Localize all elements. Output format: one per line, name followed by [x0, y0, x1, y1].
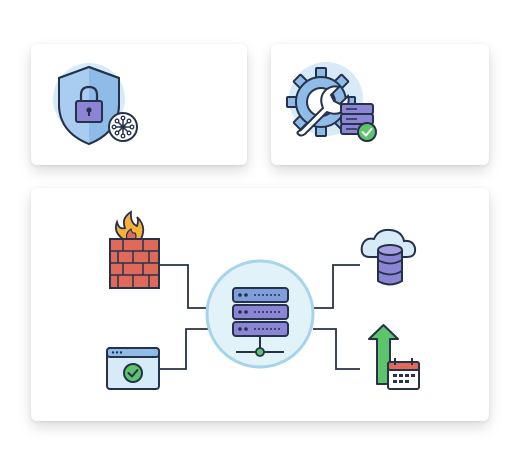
network-node-icon [108, 112, 138, 142]
shield-lock-network-icon [53, 63, 138, 146]
upload-calendar-icon [368, 324, 420, 390]
server-rack-icon [205, 259, 315, 369]
connector-lines [160, 264, 360, 370]
security-card [31, 44, 247, 165]
cloud-database-icon [360, 228, 417, 286]
network-diagram [106, 210, 420, 390]
network-card [31, 188, 489, 421]
gear-wrench-server-check-icon [286, 62, 377, 142]
firewall-icon [109, 210, 160, 289]
settings-card [271, 44, 489, 165]
check-badge-icon [357, 122, 377, 142]
browser-check-icon [106, 347, 160, 390]
